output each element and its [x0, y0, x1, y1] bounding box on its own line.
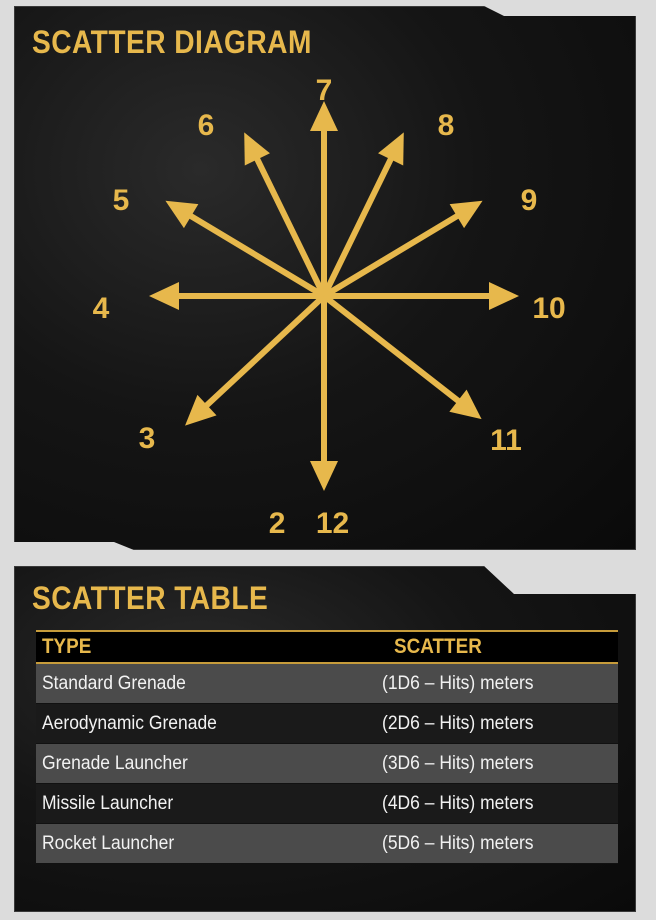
arrow-shaft: [187, 212, 326, 299]
scatter-diagram-title: SCATTER DIAGRAM: [32, 24, 312, 60]
direction-label: 7: [316, 74, 333, 107]
table-row: Rocket Launcher (5D6 – Hits) meters: [36, 824, 618, 864]
table-row: Missile Launcher (4D6 – Hits) meters: [36, 784, 618, 824]
header-scatter: SCATTER: [394, 635, 483, 658]
arrow-head: [489, 282, 519, 310]
scatter-arrows: [149, 101, 519, 491]
row-scatter: (1D6 – Hits) meters: [382, 672, 534, 694]
direction-label: 10: [532, 292, 565, 325]
arrow-head: [310, 461, 338, 491]
row-type: Standard Grenade: [42, 672, 186, 694]
row-type: Grenade Launcher: [42, 752, 188, 774]
table-header-row: TYPE SCATTER: [36, 632, 618, 664]
direction-label: 2 12: [269, 507, 349, 540]
row-type: Aerodynamic Grenade: [42, 712, 217, 734]
scatter-direction-labels: 2 12 3 4 5 6 7 8 9 10 11: [93, 74, 566, 540]
arrow-head: [185, 394, 217, 426]
row-scatter: (5D6 – Hits) meters: [382, 832, 534, 854]
row-scatter: (3D6 – Hits) meters: [382, 752, 534, 774]
arrow-shaft: [322, 293, 462, 405]
table-row: Aerodynamic Grenade (2D6 – Hits) meters: [36, 704, 618, 744]
table-row: Standard Grenade (1D6 – Hits) meters: [36, 664, 618, 704]
row-type: Missile Launcher: [42, 792, 174, 814]
arrow-head: [449, 389, 482, 420]
direction-label: 4: [93, 292, 110, 325]
arrow-head: [149, 282, 179, 310]
row-scatter: (2D6 – Hits) meters: [382, 712, 534, 734]
scatter-table-title: SCATTER TABLE: [32, 580, 269, 616]
scatter-diagram: 2 12 3 4 5 6 7 8 9 10 11: [93, 74, 566, 540]
scatter-table-panel: SCATTER TABLE TYPE SCATTER Standard Gren…: [14, 566, 636, 912]
header-type: TYPE: [42, 635, 92, 658]
arrow-head: [165, 200, 199, 229]
arrow-head: [310, 101, 338, 131]
direction-label: 8: [438, 109, 455, 142]
direction-label: 5: [113, 184, 130, 217]
table-row: Grenade Launcher (3D6 – Hits) meters: [36, 744, 618, 784]
row-scatter: (4D6 – Hits) meters: [382, 792, 534, 814]
scatter-table: TYPE SCATTER Standard Grenade (1D6 – Hit…: [36, 630, 618, 864]
arrow-head: [449, 200, 483, 229]
scatter-diagram-panel: SCATTER DIAGRAM 2 12 3 4 5 6 7 8 9 10 11: [14, 6, 636, 550]
arrow-head: [244, 132, 270, 166]
direction-label: 6: [198, 109, 215, 142]
arrow-shaft: [203, 293, 327, 409]
arrow-shaft: [253, 156, 327, 298]
row-type: Rocket Launcher: [42, 832, 175, 854]
direction-label: 11: [490, 424, 522, 457]
arrow-shaft: [322, 212, 461, 299]
arrow-head: [378, 132, 404, 166]
direction-label: 9: [521, 184, 538, 217]
arrow-shaft: [321, 156, 395, 298]
direction-label: 3: [139, 422, 156, 455]
